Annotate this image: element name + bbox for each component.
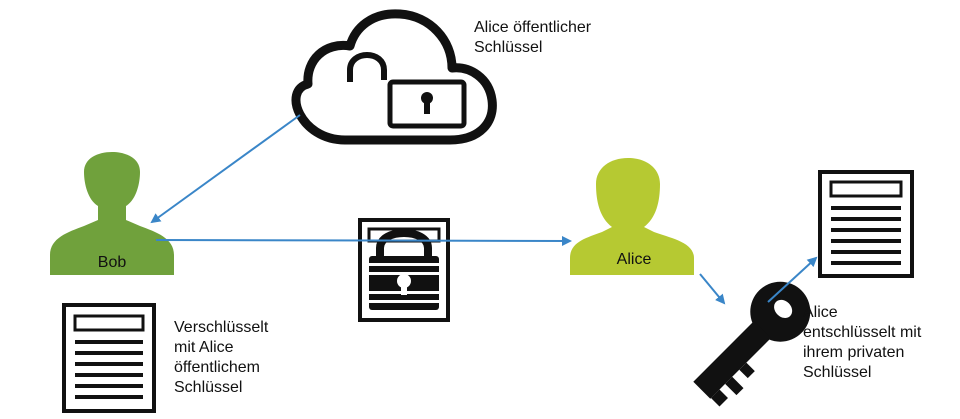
alice-label: Alice <box>616 251 652 268</box>
arrow-cloud-to-bob <box>150 114 301 224</box>
arrow-alice-to-key <box>699 273 726 305</box>
encrypted-label: Verschlüsselt mit Alice öffentlichem Sch… <box>174 319 269 396</box>
cloud-lock-icon <box>291 9 497 145</box>
alice-document-icon <box>818 170 914 278</box>
decrypted-label: Alice entschlüsselt mit ihrem privaten S… <box>803 304 922 381</box>
locked-document-icon <box>358 218 450 322</box>
bob-label: Bob <box>97 254 127 271</box>
bob-document-icon <box>62 303 156 413</box>
bob-person-icon <box>50 152 174 275</box>
key-icon <box>693 281 811 407</box>
cloud-key-label: Alice öffentlicher Schlüssel <box>474 19 592 56</box>
arrow-bob-to-alice <box>155 235 572 246</box>
alice-person-icon <box>570 158 694 275</box>
arrow-key-to-document <box>767 256 818 303</box>
